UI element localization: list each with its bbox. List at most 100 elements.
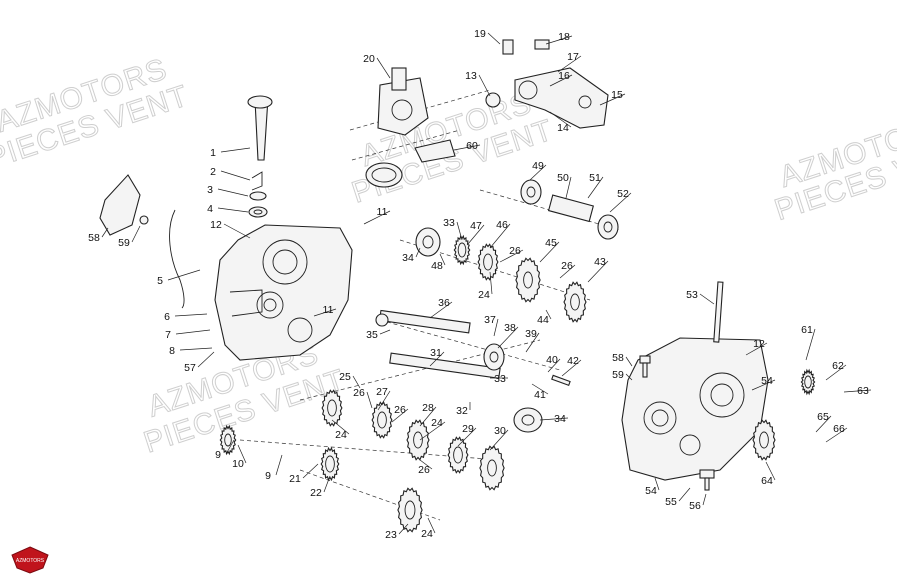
leader-line <box>529 164 547 181</box>
leader-line <box>313 308 337 317</box>
part-label: 40 <box>546 354 558 366</box>
hose-5 <box>169 209 185 309</box>
part-label: 7 <box>165 329 171 341</box>
part-label: 19 <box>474 28 486 40</box>
bearing-38 <box>483 343 505 371</box>
leader-line <box>478 74 491 97</box>
part-label: 50 <box>557 172 569 184</box>
leader-line <box>531 383 549 395</box>
part-label: 34 <box>402 252 414 264</box>
part-label: 33 <box>443 217 455 229</box>
gear-hub <box>570 293 580 311</box>
gear-hub <box>404 500 416 520</box>
gear <box>477 243 499 281</box>
part-label: 37 <box>484 314 496 326</box>
gear-hub <box>413 431 423 449</box>
gear-hub <box>523 271 533 289</box>
leader-lines <box>101 32 872 535</box>
bearing-52 <box>597 214 619 240</box>
part-label: 25 <box>339 371 351 383</box>
leader-line <box>557 55 582 73</box>
part-label: 18 <box>558 31 570 43</box>
leader-line <box>456 221 463 241</box>
leader-line <box>487 32 501 45</box>
gear <box>515 257 541 303</box>
leader-line <box>843 389 872 393</box>
part-label: 62 <box>832 360 844 372</box>
leader-line <box>352 375 361 389</box>
part-label: 39 <box>525 328 537 340</box>
part-label: 43 <box>594 256 606 268</box>
gear-set <box>219 234 816 533</box>
bolt-55 <box>699 469 715 491</box>
part-label: 24 <box>431 417 443 429</box>
part-label: 6 <box>164 311 170 323</box>
part-label: 9 <box>265 470 271 482</box>
part-label: 46 <box>496 219 508 231</box>
gear-hub <box>224 433 232 447</box>
leader-line <box>559 264 576 279</box>
leader-line <box>398 523 409 535</box>
leader-line <box>493 318 499 337</box>
leader-line <box>625 373 633 381</box>
part-label: 59 <box>612 369 624 381</box>
leader-line <box>539 241 560 263</box>
leader-line <box>609 192 632 213</box>
part-number-labels: 1234567899101111121213141516171819202122… <box>88 28 869 541</box>
part-label: 66 <box>833 423 845 435</box>
leader-line <box>429 351 445 367</box>
gear-hub <box>327 399 337 417</box>
leader-line <box>217 188 249 197</box>
bearing-34b <box>513 407 543 433</box>
carburetor <box>365 67 429 188</box>
leader-line <box>489 223 511 249</box>
gear-hub <box>453 446 463 464</box>
part-label: 26 <box>353 387 365 399</box>
part-label: 31 <box>430 347 442 359</box>
leader-line <box>545 309 552 320</box>
part-label: 12 <box>753 338 765 350</box>
part-label: 35 <box>366 329 378 341</box>
part-label: 11 <box>377 206 388 218</box>
leader-line <box>765 461 776 481</box>
leader-line <box>101 227 109 238</box>
part-label: 58 <box>612 352 624 364</box>
leader-line <box>376 57 391 79</box>
gear <box>371 401 393 439</box>
logo-text: AZMOTORS <box>16 558 45 564</box>
part-label: 54 <box>761 375 773 387</box>
leader-line <box>815 415 832 433</box>
part-label: 14 <box>557 122 569 134</box>
part-label: 41 <box>534 389 546 401</box>
part-label: 51 <box>589 172 601 184</box>
part-label: 58 <box>88 232 100 244</box>
part-label: 26 <box>394 404 406 416</box>
leader-line <box>220 147 251 153</box>
leader-line <box>427 517 436 534</box>
leader-line <box>702 493 707 506</box>
part-label: 20 <box>363 53 375 65</box>
part-label: 33 <box>494 373 506 385</box>
part-label: 53 <box>686 289 698 301</box>
part-label: 8 <box>169 345 175 357</box>
leader-line <box>751 379 776 391</box>
leader-line <box>179 347 213 351</box>
gear-hub <box>804 375 812 389</box>
shaft-50 <box>547 194 594 223</box>
part-label: 30 <box>494 425 506 437</box>
gear <box>752 419 776 461</box>
part-label: 57 <box>184 362 196 374</box>
cover-58 <box>99 174 149 236</box>
part-label: 55 <box>665 496 677 508</box>
part-label: 64 <box>761 475 773 487</box>
gear-hub <box>377 411 387 429</box>
part-label: 36 <box>438 297 450 309</box>
leader-line <box>429 301 453 319</box>
part-label: 45 <box>545 237 557 249</box>
left-crankcase <box>214 224 353 361</box>
part-label: 22 <box>310 487 322 499</box>
part-label: 13 <box>465 70 477 82</box>
leader-line <box>678 487 691 502</box>
part-label: 3 <box>207 184 213 196</box>
